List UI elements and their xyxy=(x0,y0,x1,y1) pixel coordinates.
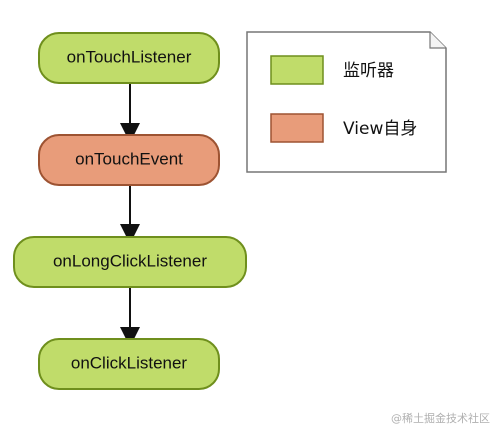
legend-label-listener: 监听器 xyxy=(343,61,394,81)
legend-swatch-view xyxy=(270,113,324,143)
node-label: onTouchListener xyxy=(67,47,192,66)
legend-border xyxy=(246,31,447,173)
legend-box: 监听器 View自身 xyxy=(246,31,447,173)
node-label: onTouchEvent xyxy=(75,149,183,168)
watermark-text: @稀土掘金技术社区 xyxy=(391,411,490,425)
node-label: onLongClickListener xyxy=(53,251,207,270)
node-onlongclicklistener: onLongClickListener xyxy=(13,236,247,288)
legend-label-view: View自身 xyxy=(343,119,417,139)
node-ontouchevent: onTouchEvent xyxy=(38,134,220,186)
node-onclicklistener: onClickListener xyxy=(38,338,220,390)
legend-fold-corner xyxy=(429,32,446,49)
node-label: onClickListener xyxy=(71,353,188,372)
node-ontouchlistener: onTouchListener xyxy=(38,32,220,84)
legend-swatch-listener xyxy=(270,55,324,85)
